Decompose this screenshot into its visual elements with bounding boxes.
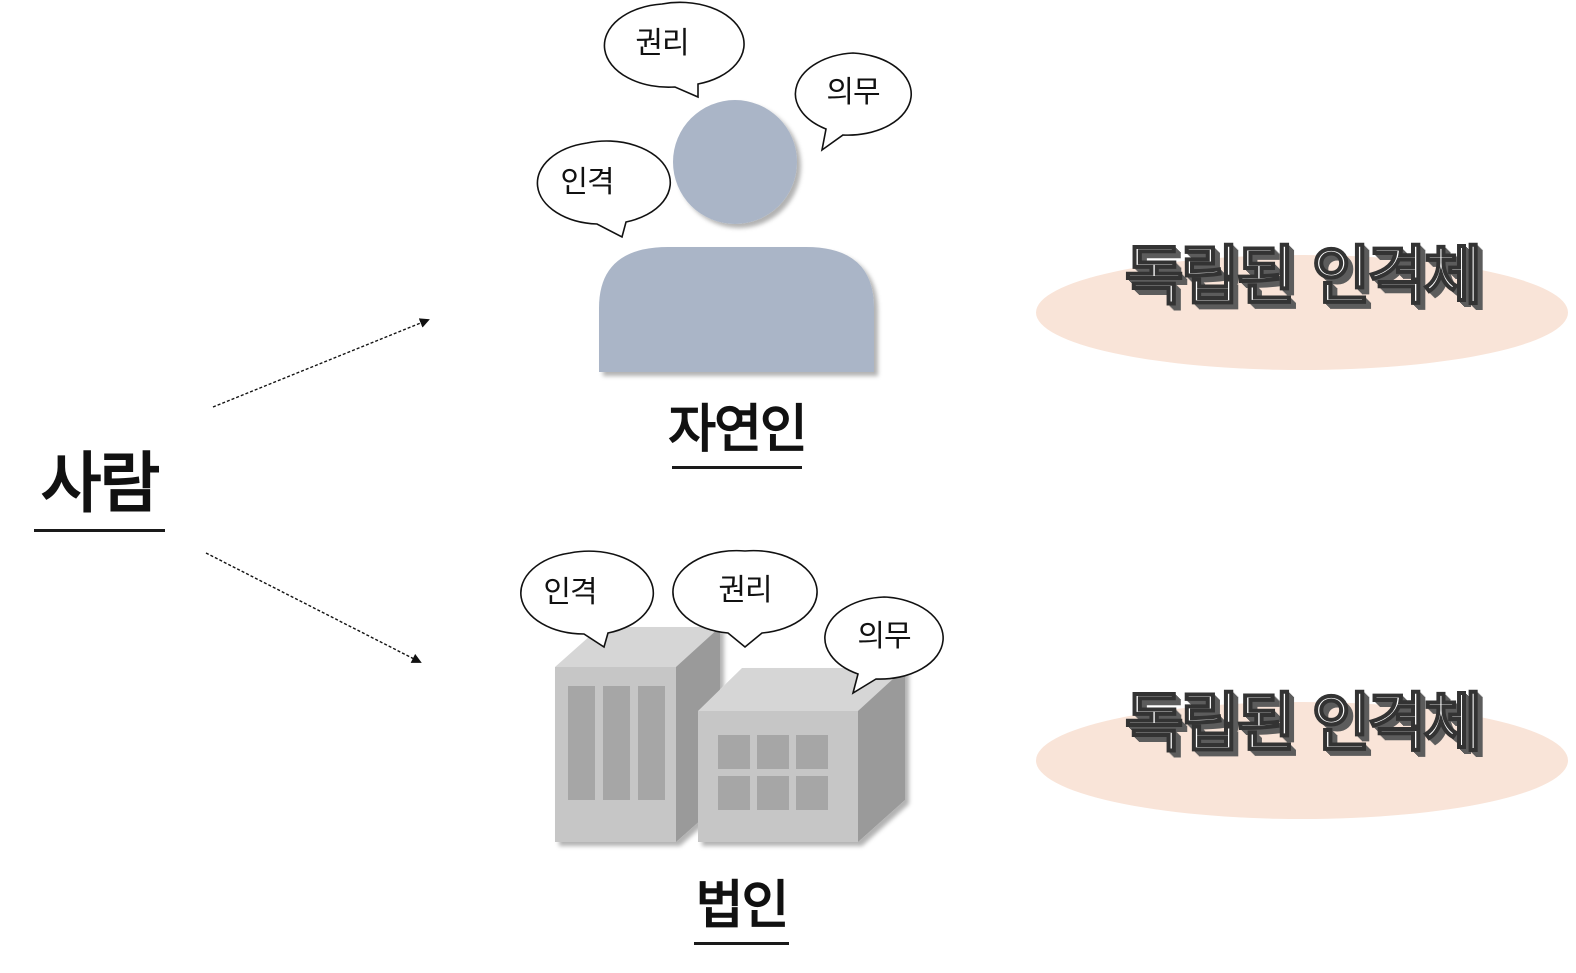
speech-bubble-duties-natural: [794, 52, 912, 152]
juristic-person-label: 법인: [690, 874, 793, 945]
arrow-to-natural-person: [212, 318, 430, 408]
person-icon: [599, 100, 874, 372]
bubble-text-personality-natural: 인격: [560, 165, 614, 200]
speech-bubble-rights-juristic: [672, 549, 818, 649]
speech-bubble-duties-juristic: [824, 596, 944, 695]
juristic-person-underline: [694, 942, 789, 945]
speech-bubble-personality-juristic: [520, 550, 655, 649]
badge-ellipse-juristic: [1036, 702, 1568, 819]
speech-bubble-rights-natural: [603, 1, 745, 99]
bubble-text-duties-juristic: 의무: [857, 619, 911, 654]
juristic-person-label-text: 법인: [695, 876, 790, 936]
natural-person-label-text: 자연인: [668, 400, 808, 460]
root-label-person: 사람: [34, 445, 165, 532]
natural-person-label: 자연인: [668, 398, 808, 469]
bubble-text-personality-juristic: 인격: [543, 575, 597, 610]
badge-text-juristic: 독립된 인격체: [1124, 686, 1484, 762]
badge-ellipse-natural: [1036, 255, 1568, 370]
root-label-underline: [34, 529, 165, 532]
bubble-text-duties-natural: 의무: [826, 75, 880, 110]
speech-bubble-personality-natural: [536, 140, 671, 239]
badge-text-natural: 독립된 인격체: [1124, 239, 1484, 315]
building-icon: [555, 627, 905, 842]
bubble-text-rights-juristic: 권리: [718, 573, 772, 608]
natural-person-underline: [672, 466, 802, 469]
arrow-to-juristic-person: [205, 552, 422, 663]
bubble-text-rights-natural: 권리: [635, 26, 689, 61]
root-label-text: 사람: [40, 445, 160, 522]
